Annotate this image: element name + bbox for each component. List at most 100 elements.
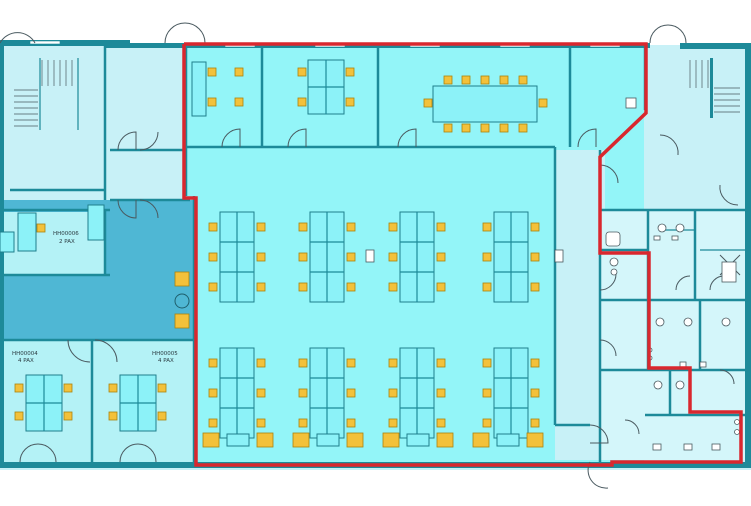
wall-right	[745, 46, 751, 462]
partitions	[0, 46, 745, 462]
chair	[345, 97, 355, 107]
chair	[298, 252, 308, 262]
armchair	[472, 432, 490, 448]
chair	[108, 383, 118, 393]
chair	[388, 222, 398, 232]
coffee-table	[226, 433, 250, 447]
armchair	[526, 432, 544, 448]
chair	[298, 282, 308, 292]
open-plan-fixtures	[365, 249, 564, 263]
room-b[interactable]: HH00004 4 PAX	[12, 351, 73, 432]
bench-group	[382, 432, 454, 448]
chair	[174, 271, 190, 287]
chair	[298, 358, 308, 368]
chair	[388, 388, 398, 398]
chair	[436, 282, 446, 292]
room-c-capacity: 4 PAX	[158, 358, 174, 364]
room-c[interactable]: HH00005 4 PAX	[108, 351, 178, 432]
chair	[436, 388, 446, 398]
room-a-capacity: 2 PAX	[59, 239, 75, 245]
chair	[208, 222, 218, 232]
chair	[208, 358, 218, 368]
chair	[207, 67, 217, 77]
chair	[346, 388, 356, 398]
room-top-boardroom[interactable]	[423, 75, 548, 133]
desk	[87, 204, 105, 241]
stair-right	[689, 58, 740, 118]
coffee-table	[316, 433, 340, 447]
corridor-seating	[174, 271, 190, 329]
bench-group	[472, 432, 544, 448]
chair	[388, 252, 398, 262]
chair	[388, 358, 398, 368]
wc-fixtures	[605, 223, 741, 451]
room-top-2[interactable]	[297, 59, 355, 115]
armchair	[202, 432, 220, 448]
highlight-outline	[182, 42, 743, 467]
chair	[436, 418, 446, 428]
wall-corner-notch	[105, 40, 130, 48]
chair	[208, 282, 218, 292]
chair	[346, 358, 356, 368]
chair	[174, 313, 190, 329]
chair	[234, 97, 244, 107]
chair	[436, 252, 446, 262]
chair	[208, 418, 218, 428]
chair	[157, 383, 167, 393]
chair	[207, 97, 217, 107]
chair	[346, 282, 356, 292]
chair	[346, 252, 356, 262]
desk	[0, 231, 15, 253]
chair	[298, 418, 308, 428]
chair	[157, 411, 167, 421]
stair-left	[14, 60, 73, 127]
room-top-utility	[625, 97, 637, 109]
room-top-1[interactable]	[191, 61, 244, 117]
chair	[256, 222, 266, 232]
desk-cluster	[298, 347, 356, 439]
chair	[436, 358, 446, 368]
chair	[436, 222, 446, 232]
chair	[530, 252, 540, 262]
chair	[530, 418, 540, 428]
armchair	[346, 432, 364, 448]
desk-cluster	[298, 211, 356, 303]
chair	[482, 282, 492, 292]
chair	[108, 411, 118, 421]
chair	[63, 411, 73, 421]
chair	[530, 388, 540, 398]
boardroom-table	[432, 85, 538, 123]
floor-fills	[0, 45, 751, 470]
chair	[36, 223, 46, 233]
side-corridor	[555, 150, 605, 460]
desk-cluster	[388, 211, 446, 303]
desk-cluster	[208, 347, 266, 439]
chair	[256, 252, 266, 262]
room-a[interactable]: HH00006 2 PAX	[0, 204, 105, 253]
chair	[346, 222, 356, 232]
desk-cluster	[208, 211, 266, 303]
desk	[17, 212, 37, 252]
chair	[388, 282, 398, 292]
chair	[297, 97, 307, 107]
chair	[256, 388, 266, 398]
coffee-table	[496, 433, 520, 447]
chair	[530, 358, 540, 368]
chair	[63, 383, 73, 393]
armchair	[382, 432, 400, 448]
room-b-code: HH00004	[12, 351, 38, 357]
round-table	[174, 293, 190, 309]
chair	[482, 222, 492, 232]
armchair	[256, 432, 274, 448]
chair	[482, 358, 492, 368]
armchair	[292, 432, 310, 448]
chair	[208, 252, 218, 262]
desk	[191, 61, 207, 117]
desk-clusters	[208, 211, 540, 439]
door-swings	[0, 22, 739, 489]
chair	[346, 418, 356, 428]
desk-cluster	[388, 347, 446, 439]
room-b-capacity: 4 PAX	[18, 358, 34, 364]
chair	[208, 388, 218, 398]
